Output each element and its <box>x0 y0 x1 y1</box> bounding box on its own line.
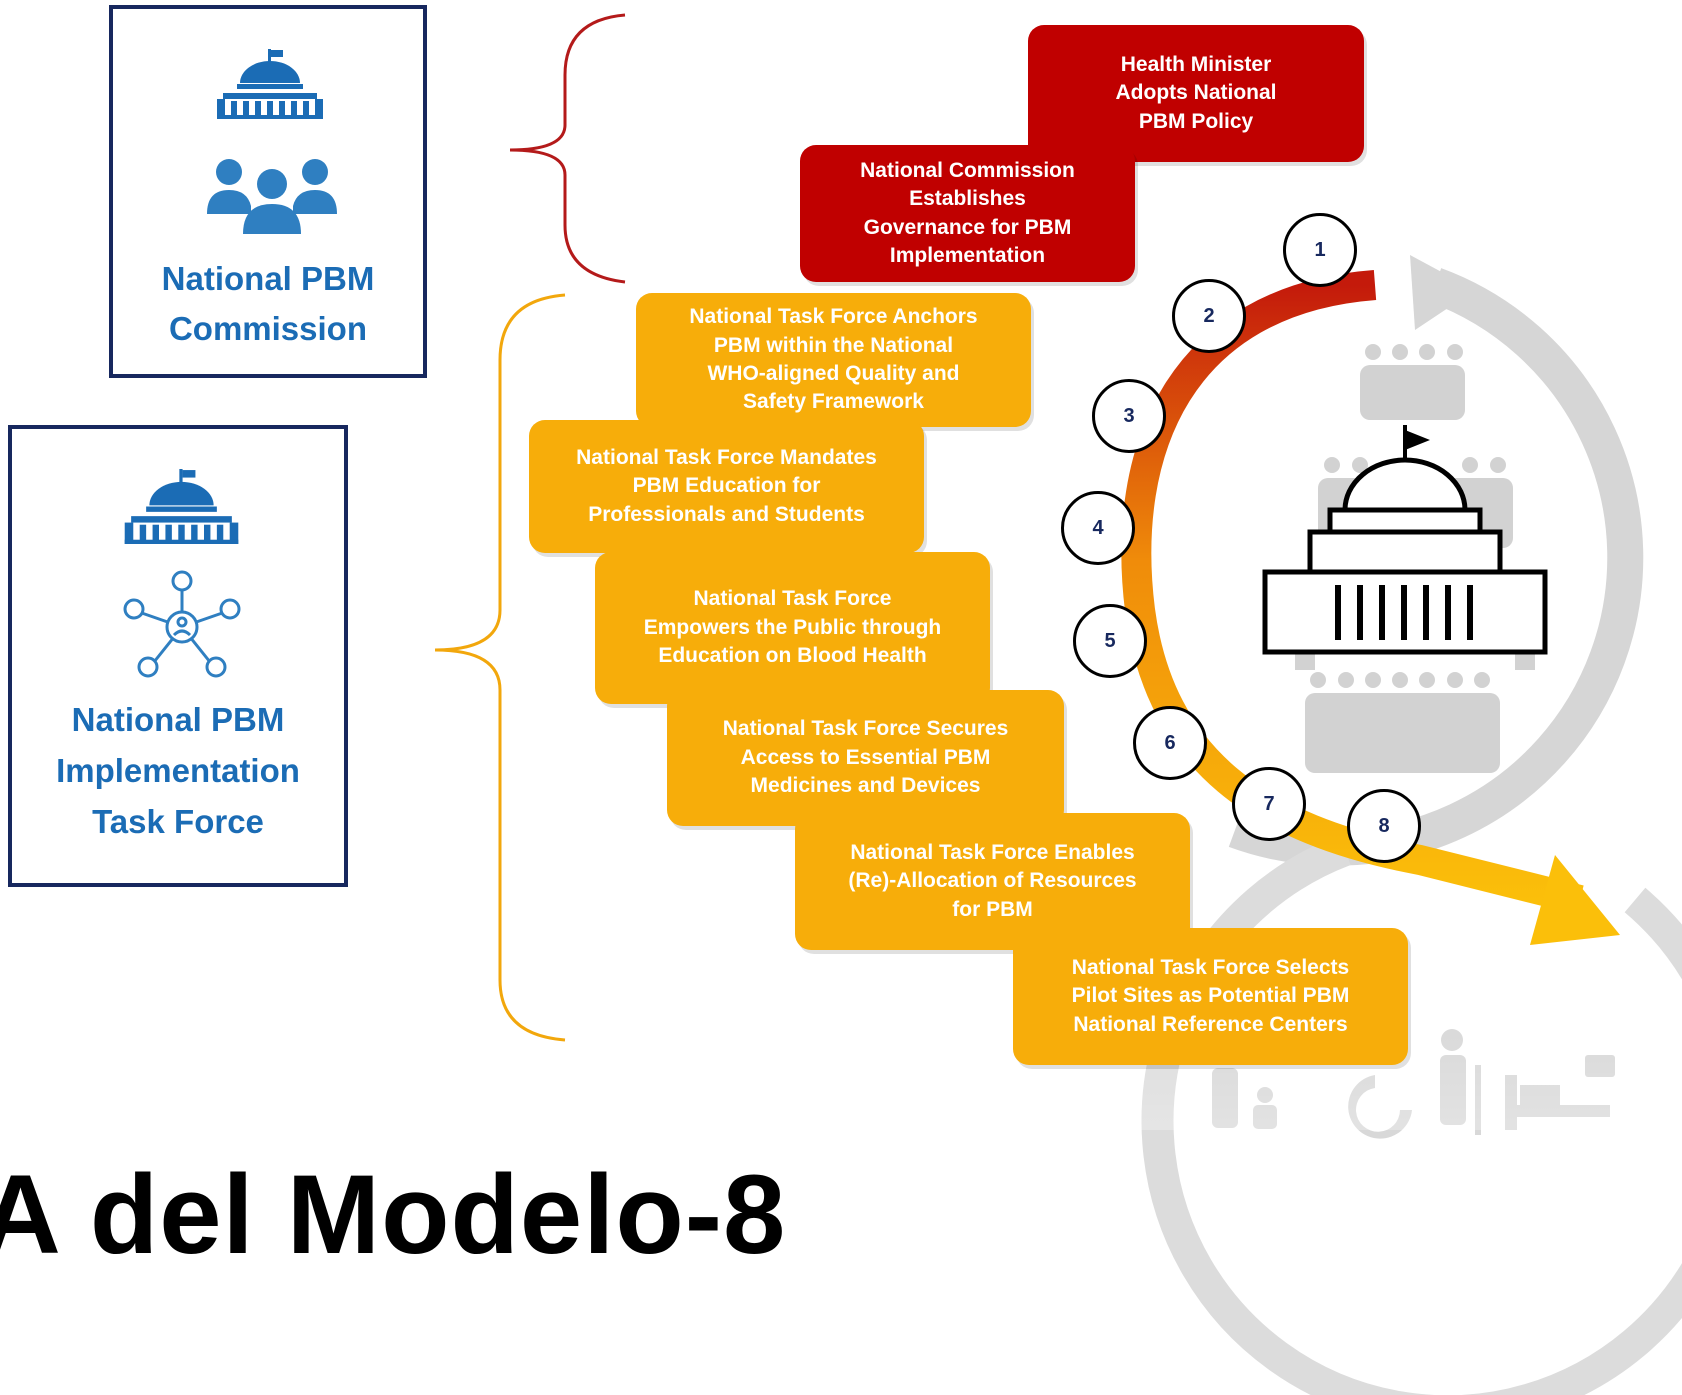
gray-loop-arrowhead <box>1410 255 1475 330</box>
commission-title: National PBM Commission <box>161 260 375 347</box>
step-number-7: 7 <box>1232 767 1306 841</box>
capitol-center-icon <box>1262 425 1548 655</box>
process-arrowhead <box>1530 855 1620 945</box>
step-number-2: 2 <box>1172 279 1246 353</box>
step-number-1: 1 <box>1283 213 1357 287</box>
step-5-box: National Task Force Empowers the Public … <box>595 552 990 704</box>
step-8-box: National Task Force Selects Pilot Sites … <box>1013 928 1408 1065</box>
step-1-box: Health Minister Adopts National PBM Poli… <box>1028 25 1364 162</box>
step-number-6: 6 <box>1133 706 1207 780</box>
step-number-4: 4 <box>1061 491 1135 565</box>
task-force-title: National PBM Implementation Task Force <box>56 701 300 841</box>
step-4-box: National Task Force Mandates PBM Educati… <box>529 420 924 553</box>
step-number-8: 8 <box>1347 789 1421 863</box>
step-7-box: National Task Force Enables (Re)-Allocat… <box>795 813 1190 950</box>
task-force-bracket <box>434 293 566 1042</box>
group-icon <box>207 159 337 234</box>
step-3-box: National Task Force Anchors PBM within t… <box>636 293 1031 427</box>
capitol-icon <box>124 469 239 544</box>
step-2-box: National Commission Establishes Governan… <box>800 145 1135 282</box>
network-icon <box>123 570 241 678</box>
step-number-5: 5 <box>1073 604 1147 678</box>
commission-bracket <box>509 13 626 284</box>
commission-box: National PBM Commission <box>109 5 427 378</box>
capitol-icon <box>217 49 323 119</box>
step-number-3: 3 <box>1092 379 1166 453</box>
footer-title: A del Modelo-8 <box>0 1152 787 1277</box>
task-force-box: National PBM Implementation Task Force <box>8 425 348 887</box>
step-6-box: National Task Force Secures Access to Es… <box>667 690 1064 826</box>
